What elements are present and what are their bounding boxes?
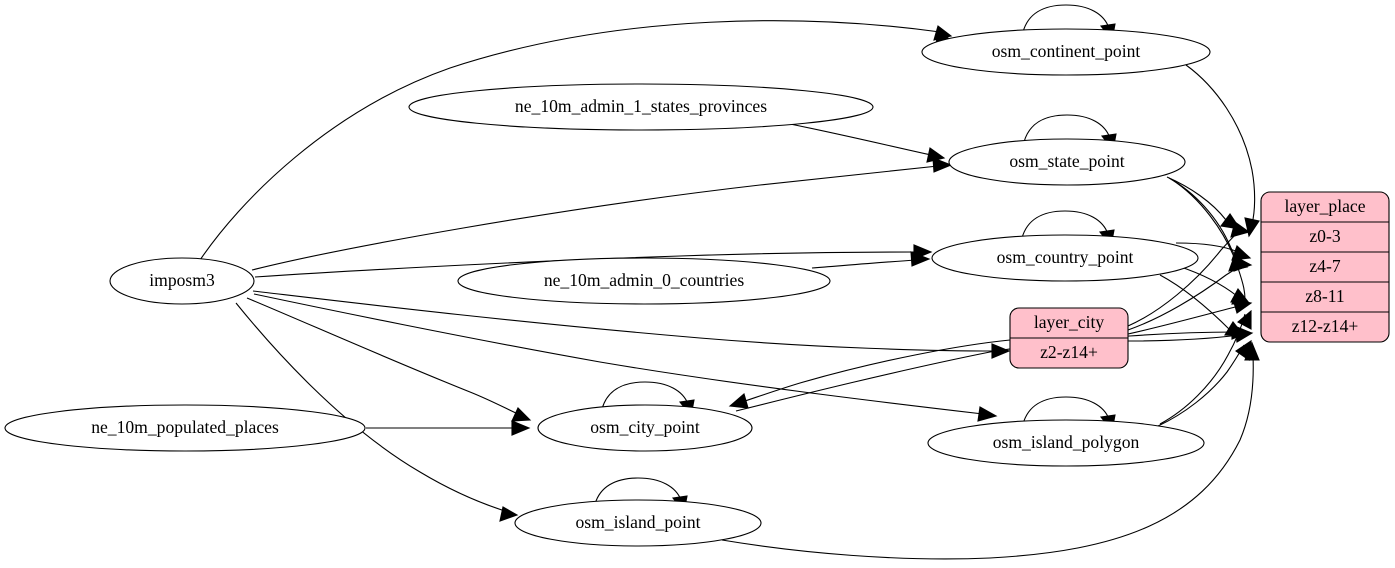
node-osm_country_point[interactable]: osm_country_point	[931, 234, 1199, 282]
node-ne_10m_populated_places[interactable]: ne_10m_populated_places	[4, 404, 366, 452]
edge-osm_island_polygon-to-layer_place-z12_z14	[1157, 339, 1252, 427]
node-ne_10m_admin_0_countries[interactable]: ne_10m_admin_0_countries	[457, 257, 831, 305]
edge-osm_city_point-to-layer_place-z12_z14	[735, 324, 1251, 412]
edge-layer_city-to-layer_place-z8_11	[1127, 298, 1253, 335]
node-ne_10m_admin_1_states_provinces[interactable]: ne_10m_admin_1_states_provinces	[408, 83, 874, 131]
edge-imposm3-to-layer_city	[252, 290, 1011, 359]
edge-osm_island_point-to-layer_place-z12_z14	[721, 341, 1260, 560]
edge-osm_state_point-to-layer_place-z8_11	[1170, 178, 1250, 305]
edge-osm_country_point-to-layer_place-z4_7	[1175, 242, 1252, 261]
edge-layer_city-to-osm_city_point	[728, 339, 1011, 409]
node-osm_continent_point[interactable]: osm_continent_point	[921, 28, 1211, 76]
edge-osm_state_point-to-layer_place-z0_3	[1166, 176, 1242, 230]
node-osm_island_point[interactable]: osm_island_point	[514, 499, 762, 547]
edge-layer_city-to-layer_place-z0_3	[1127, 221, 1251, 327]
edge-imposm3-to-osm_island_polygon	[253, 293, 998, 422]
node-osm_state_point[interactable]: osm_state_point	[948, 138, 1186, 186]
node-layer_place[interactable]: layer_place z0-3 z4-7 z8-11 z12-z14+	[1260, 191, 1390, 343]
edge-osm_island_polygon-to-layer_place-z8_11	[1159, 309, 1252, 425]
edge-osm_country_point-to-layer_place-z12_z14	[1159, 274, 1246, 337]
edge-imposm3-to-osm_state_point	[251, 157, 953, 271]
node-imposm3[interactable]: imposm3	[109, 257, 255, 305]
node-osm_island_polygon[interactable]: osm_island_polygon	[927, 419, 1205, 467]
edge-imposm3-to-osm_continent_point	[197, 20, 953, 264]
edge-osm_continent_point-to-layer_place-z0_3	[1185, 64, 1260, 238]
edge-ne_populated-to-osm_city_point	[366, 420, 531, 436]
edge-imposm3-to-osm_city_point	[246, 297, 532, 422]
edge-ne_states-to-osm_state_point	[789, 123, 946, 163]
node-osm_city_point[interactable]: osm_city_point	[537, 404, 753, 452]
edge-imposm3-to-osm_island_point	[235, 302, 519, 522]
edge-ne_countries-to-osm_country_point	[811, 251, 931, 269]
node-layer_city[interactable]: layer_city z2-z14+	[1009, 307, 1129, 369]
edge-layer_city-to-layer_place-z4_7	[1127, 256, 1253, 331]
